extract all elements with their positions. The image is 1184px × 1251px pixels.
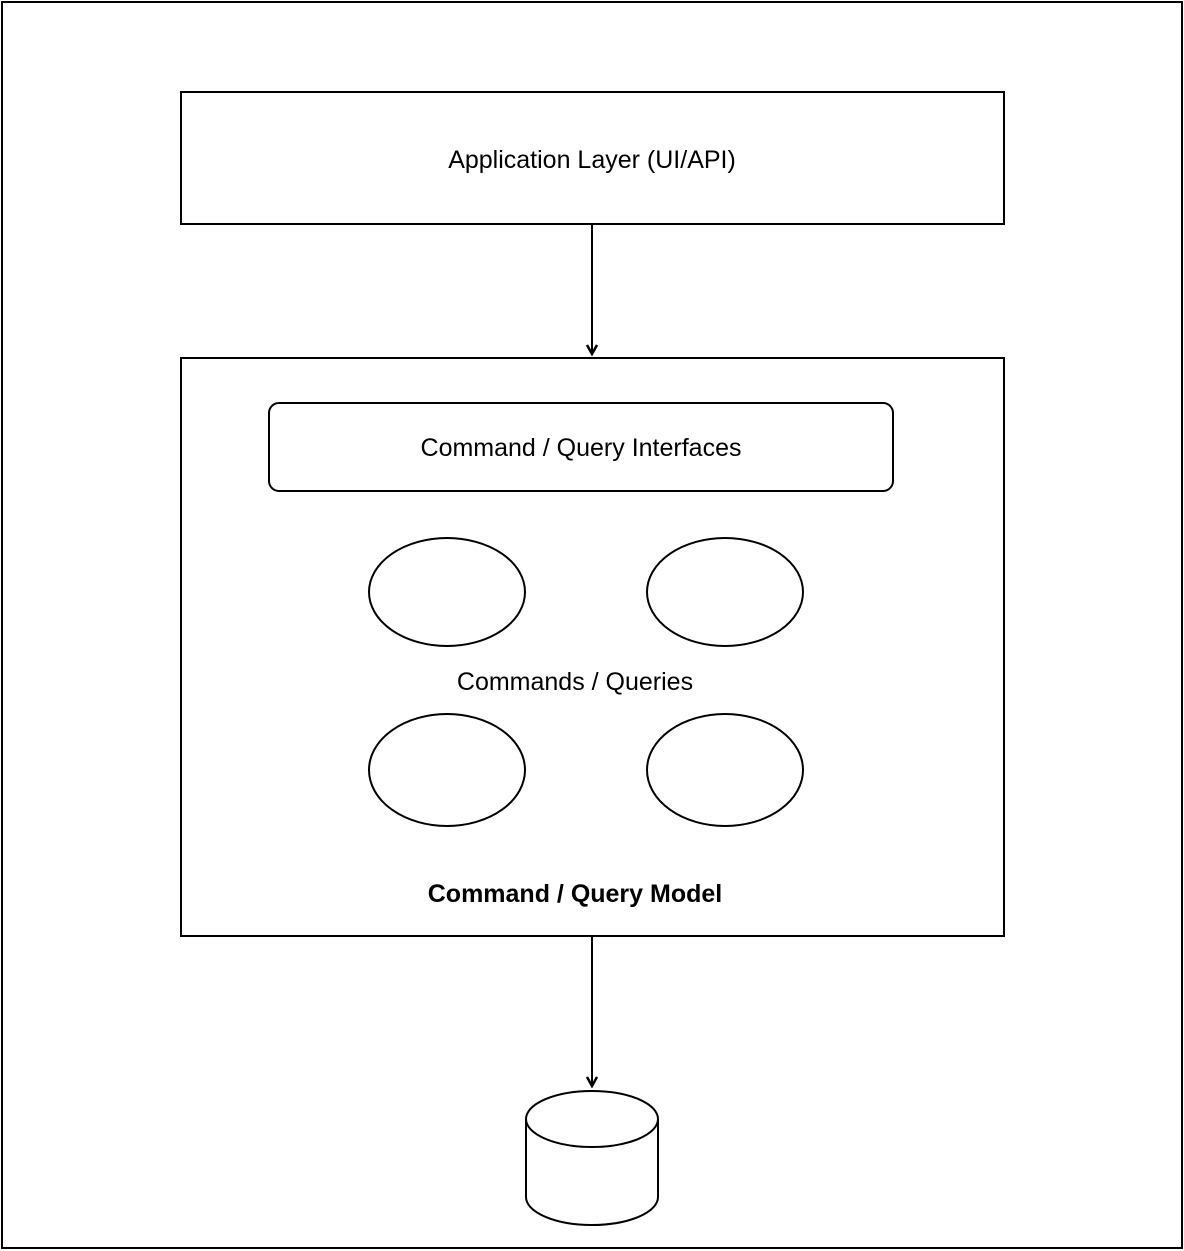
application-layer-label: Application Layer (UI/API) [448,146,736,174]
command-query-interfaces-label: Command / Query Interfaces [421,434,742,462]
database-icon [525,1090,659,1226]
command-query-ellipse-4 [646,713,804,827]
command-query-ellipse-3 [368,713,526,827]
commands-queries-label: Commands / Queries [457,668,693,696]
command-query-interfaces-box [268,402,894,492]
application-layer-node: Application Layer (UI/API) [180,91,1005,225]
command-query-ellipse-2 [646,537,804,647]
command-query-ellipse-1 [368,537,526,647]
command-query-model-title: Command / Query Model [428,880,722,908]
command-query-model-node: Command / Query Interfaces Commands / Qu… [180,357,1005,937]
application-layer-box [180,91,1005,225]
